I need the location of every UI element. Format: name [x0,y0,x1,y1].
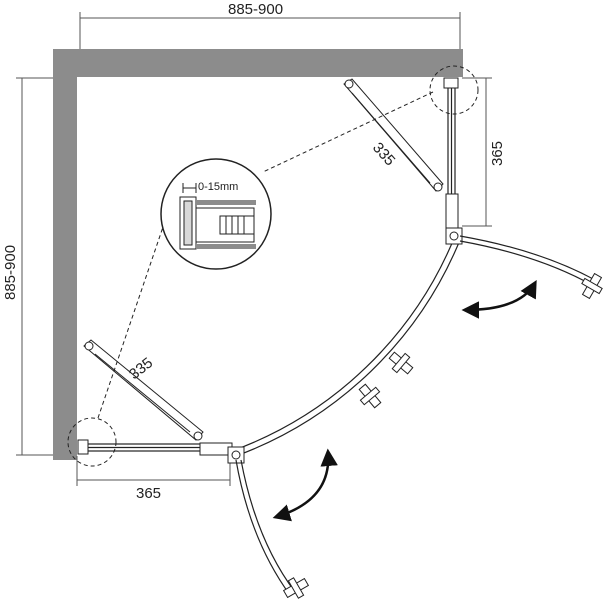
curved-glass [231,235,461,457]
handle-bottom-door-end [282,577,310,599]
opening-arrows [272,279,537,522]
top-wall [53,49,463,77]
gap-adjustment-label: 0-15mm [198,181,238,193]
door-handles [282,272,603,599]
right-door-opening-arrow [461,279,537,319]
bottom-left-detail-circle [67,417,117,467]
bottom-panel-dimension [76,456,231,486]
corner-fittings [199,193,463,464]
left-height-label: 885-900 [2,245,19,300]
right-panel-label: 365 [489,141,506,166]
top-right-detail-circle [429,65,479,115]
bottom-panel-label: 365 [136,485,161,502]
top-width-dimension [79,12,461,49]
walls [53,49,463,460]
bottom-door-opening-arrow [272,448,338,522]
gap-detail-view: 0-15mm [160,158,272,270]
lower-support-brace [83,339,204,441]
right-panel-dimension [462,77,492,227]
wall-brackets [77,77,459,455]
upper-brace-label: 335 [369,139,398,169]
bottom-sliding-door [235,459,296,596]
detail-callouts [67,65,479,467]
left-wall [53,49,77,460]
handle-curved-upper [388,351,414,375]
handle-curved-lower [358,383,382,409]
top-width-label: 885-900 [228,1,283,18]
right-sliding-door [459,235,596,286]
upper-support-brace [343,78,444,192]
left-height-dimension [16,77,53,456]
handle-right-door-end [581,272,603,300]
